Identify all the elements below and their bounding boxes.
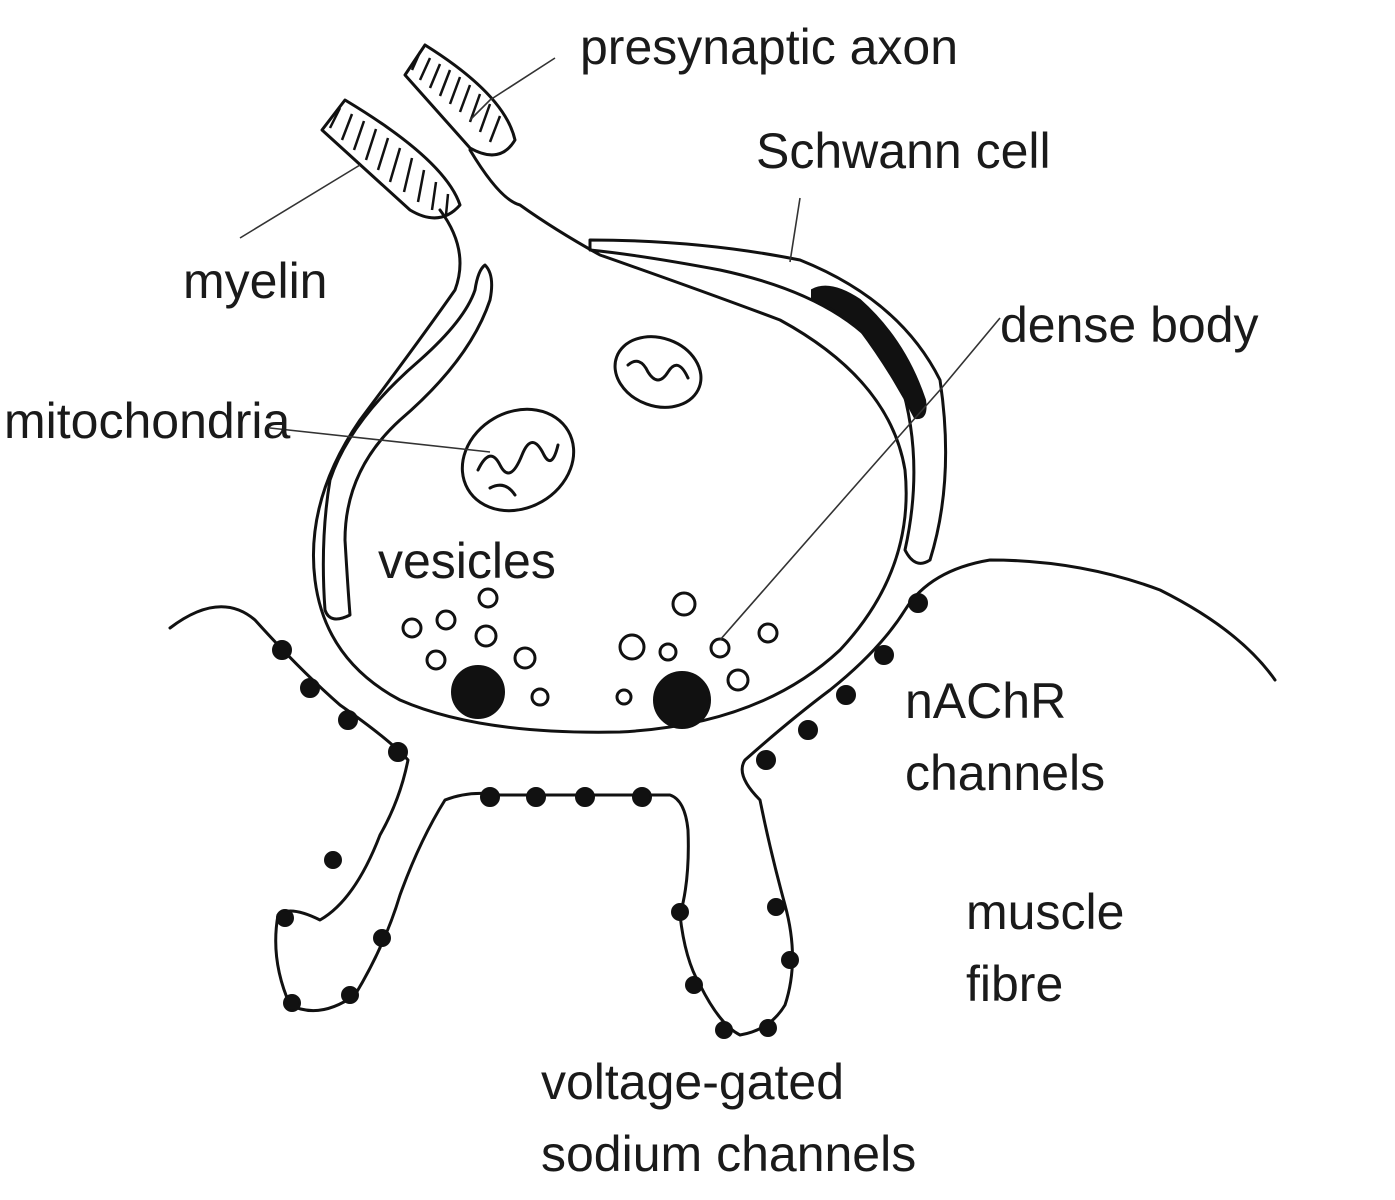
muscle-fibre-membrane bbox=[168, 558, 1277, 1037]
mitochondrion-1 bbox=[613, 335, 703, 409]
label-muscle-fibre: muscle fibre bbox=[966, 876, 1124, 1020]
dense-body bbox=[811, 285, 927, 420]
label-voltage-gated-sodium-channels: voltage-gated sodium channels bbox=[541, 1046, 916, 1190]
nachr-channels-group bbox=[272, 593, 928, 807]
label-myelin: myelin bbox=[183, 253, 328, 309]
label-presynaptic-axon: presynaptic axon bbox=[580, 19, 959, 75]
label-muscle-line2: fibre bbox=[966, 956, 1064, 1012]
mitochondrion-2 bbox=[460, 407, 576, 513]
label-pointers bbox=[239, 57, 1001, 641]
label-vesicles: vesicles bbox=[378, 533, 556, 589]
label-vgsc-line2: sodium channels bbox=[541, 1126, 917, 1182]
label-schwann-cell: Schwann cell bbox=[756, 123, 1051, 179]
vesicles-group bbox=[401, 587, 779, 729]
label-vgsc-line1: voltage-gated bbox=[541, 1054, 845, 1110]
label-dense-body: dense body bbox=[1000, 297, 1259, 353]
presynaptic-terminal bbox=[311, 148, 908, 734]
label-nachr-line1: nAChR bbox=[905, 673, 1067, 729]
label-nachr-channels: nAChR channels bbox=[905, 665, 1105, 809]
sodium-channels-group bbox=[276, 851, 799, 1039]
myelin-sheath bbox=[320, 43, 517, 220]
schwann-cell-right bbox=[588, 238, 948, 565]
label-mitochondria: mitochondria bbox=[4, 393, 291, 449]
label-muscle-line1: muscle bbox=[966, 884, 1125, 940]
label-nachr-line2: channels bbox=[905, 745, 1106, 801]
schwann-cell-left bbox=[321, 263, 494, 621]
